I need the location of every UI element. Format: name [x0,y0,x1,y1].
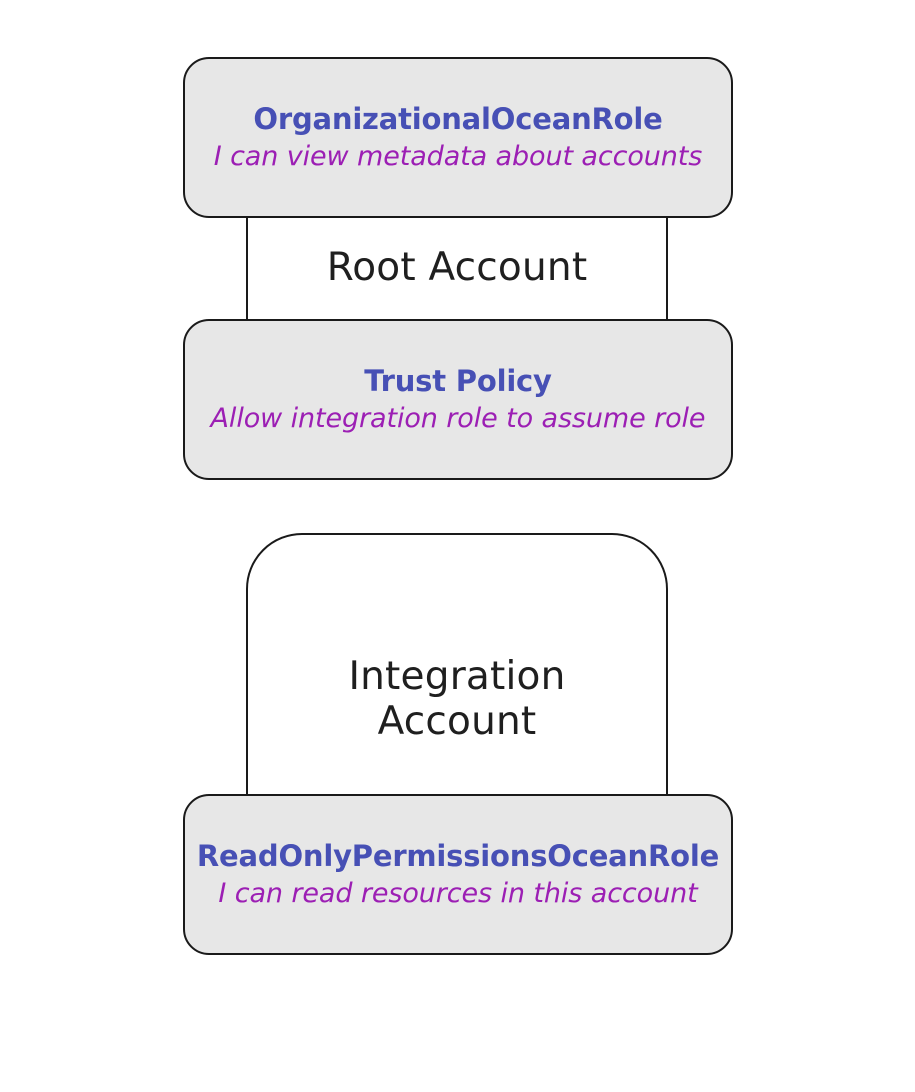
root-account-label: Root Account [326,245,588,290]
card-subtitle: Allow integration role to assume role [210,402,706,434]
card-trust-policy[interactable]: Trust Policy Allow integration role to a… [183,319,733,480]
card-title: OrganizationalOceanRole [253,101,663,136]
card-title: ReadOnlyPermissionsOceanRole [196,838,720,873]
card-subtitle: I can read resources in this account [218,877,698,909]
card-subtitle: I can view metadata about accounts [213,140,703,172]
integration-account-label-line2: Account [377,698,537,744]
integration-account-container: Integration Account [246,533,668,823]
card-title: Trust Policy [364,363,552,398]
integration-account-label: Integration Account [248,654,666,745]
integration-account-label-line1: Integration [348,654,566,699]
card-readonly-permissions-ocean-role[interactable]: ReadOnlyPermissionsOceanRole I can read … [183,794,733,955]
card-organizational-ocean-role[interactable]: OrganizationalOceanRole I can view metad… [183,57,733,218]
